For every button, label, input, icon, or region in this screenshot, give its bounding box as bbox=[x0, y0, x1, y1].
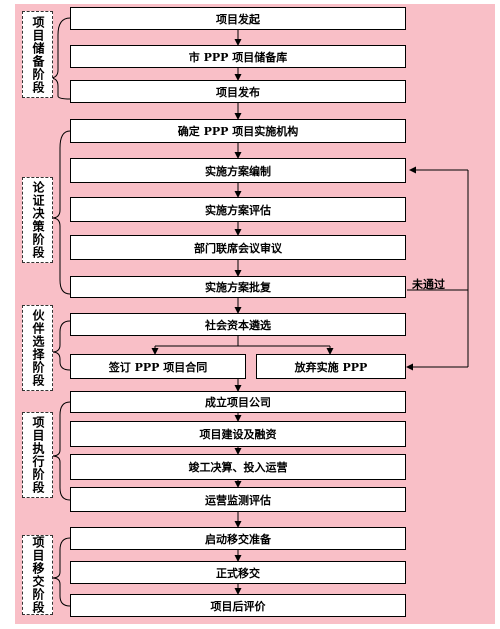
step-sign-contract: 签订 PPP 项目合同 bbox=[70, 354, 246, 379]
step-post-evaluation: 项目后评价 bbox=[70, 594, 406, 617]
step-plan-evaluation: 实施方案评估 bbox=[70, 197, 406, 222]
step-plan-drafting: 实施方案编制 bbox=[70, 158, 406, 183]
stage-partner-selection: 伙伴选择阶段 bbox=[22, 305, 53, 391]
step-formal-transfer: 正式移交 bbox=[70, 561, 406, 584]
step-final-accounts-operation: 竣工决算、投入运营 bbox=[70, 454, 406, 480]
stage-1-bracket bbox=[49, 17, 71, 100]
step-project-release: 项目发布 bbox=[70, 80, 406, 103]
step-plan-approval: 实施方案批复 bbox=[70, 276, 406, 298]
stage-3-bracket bbox=[51, 320, 71, 371]
step-establish-company: 成立项目公司 bbox=[70, 391, 406, 413]
step-transfer-preparation: 启动移交准备 bbox=[70, 527, 406, 550]
step-project-initiation: 项目发起 bbox=[70, 7, 406, 30]
stage-transfer: 项目移交阶段 bbox=[22, 535, 53, 615]
stage-5-bracket bbox=[51, 537, 71, 607]
step-construction-financing: 项目建设及融资 bbox=[70, 421, 406, 447]
step-capital-selection: 社会资本遴选 bbox=[70, 313, 406, 336]
stage-2-bracket bbox=[51, 130, 71, 295]
stage-decision: 论证决策阶段 bbox=[22, 177, 53, 263]
step-abandon-ppp: 放弃实施 PPP bbox=[256, 354, 406, 379]
stage-reserve: 项目储备阶段 bbox=[22, 11, 53, 98]
stage-execution: 项目执行阶段 bbox=[22, 412, 53, 498]
stage-4-bracket bbox=[51, 401, 71, 501]
step-joint-meeting-review: 部门联席会议审议 bbox=[70, 235, 406, 260]
not-passed-label: 未通过 bbox=[412, 278, 445, 291]
step-project-reserve-pool: 市 PPP 项目储备库 bbox=[70, 45, 406, 68]
step-operation-monitoring: 运营监测评估 bbox=[70, 487, 406, 512]
step-determine-agency: 确定 PPP 项目实施机构 bbox=[70, 119, 406, 143]
